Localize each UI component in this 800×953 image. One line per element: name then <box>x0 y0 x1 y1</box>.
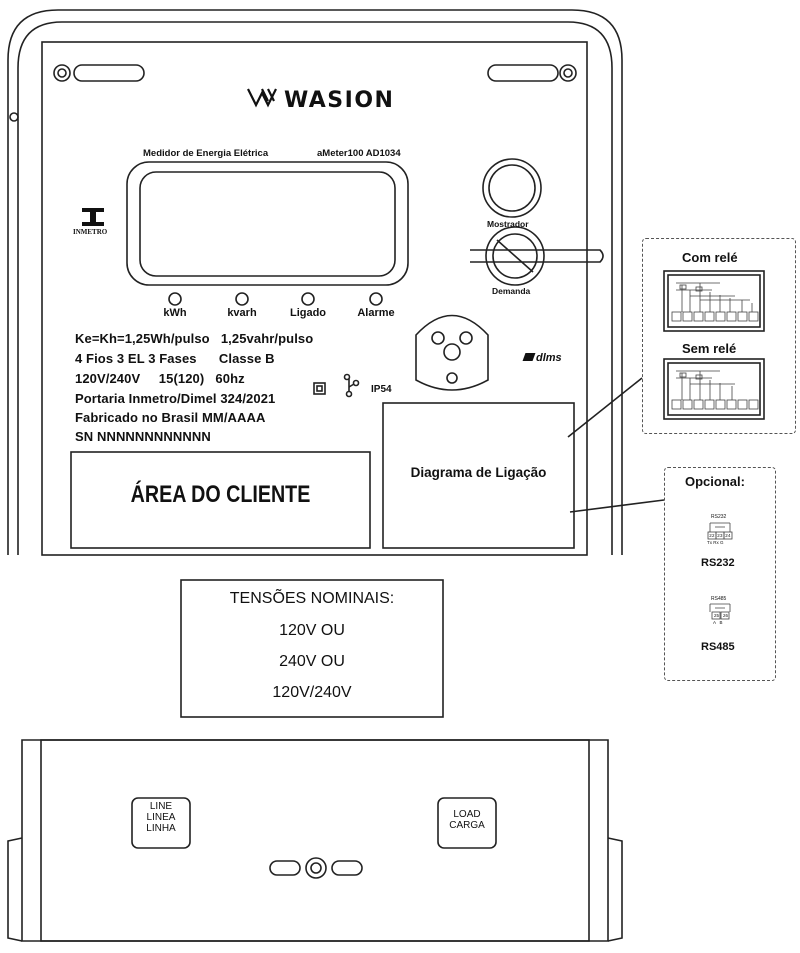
rs485-pin-names: A B <box>713 620 723 625</box>
sem-rele-label: Sem relé <box>682 341 737 356</box>
load-label-box <box>437 797 497 849</box>
line-label: LINE LINEA LINHA <box>146 801 176 834</box>
meter-housing-outline <box>7 9 623 555</box>
rs232-pin-names: Tx Rx G <box>707 540 724 545</box>
rs232-small-label: RS232 <box>711 514 727 520</box>
dlms-logo: dlms <box>522 352 562 364</box>
demanda-button-label: Demanda <box>492 286 531 296</box>
front-panel <box>41 41 588 556</box>
optional-comm-panel <box>664 467 776 681</box>
tensoes-title: TENSÕES NOMINAIS: <box>229 590 395 607</box>
meter-title-left: Medidor de Energia Elétrica <box>143 148 269 159</box>
tensoes-box <box>180 579 444 718</box>
display-window-inner <box>139 171 396 277</box>
optical-port-outline <box>415 314 489 391</box>
com-rele-label: Com relé <box>682 250 738 265</box>
load-label: LOAD CARGA <box>449 809 485 831</box>
display-window-outer <box>126 161 409 286</box>
tensoes-line: 120V/240V <box>272 684 352 701</box>
spec-line: Ke=Kh=1,25Wh/pulso 1,25vahr/pulso <box>75 331 314 346</box>
line-label-box <box>131 797 191 849</box>
spec-line: 120V/240V 15(120) 60hz <box>75 371 245 386</box>
mostrador-button-label: Mostrador <box>487 219 529 229</box>
wiring-diagram-label: Diagrama de Ligação <box>410 465 547 480</box>
top-left-slot <box>73 64 145 82</box>
meter-housing-inner <box>17 21 613 555</box>
terminal-cover-outline <box>21 739 609 942</box>
inmetro-label: INMETRO <box>73 228 108 236</box>
rs485-connector <box>709 603 731 620</box>
wiring-diagram-box <box>382 402 575 549</box>
side-screw <box>9 112 19 122</box>
spec-line: 4 Fios 3 EL 3 Fases Classe B <box>75 351 275 366</box>
spec-line: Portaria Inmetro/Dimel 324/2021 <box>75 391 276 406</box>
relay-diagram-panel <box>642 238 796 434</box>
tensoes-line: 120V OU <box>279 622 345 639</box>
meter-title-right: aMeter100 AD1034 <box>317 148 401 159</box>
sem-rele-terminals <box>671 370 759 410</box>
client-area-label: ÁREA DO CLIENTE <box>130 481 311 508</box>
com-rele-terminals <box>671 282 759 322</box>
rs485-small-label: RS485 <box>711 596 727 602</box>
spec-line: Fabricado no Brasil MM/AAAA <box>75 410 266 425</box>
demanda-seal-bar <box>470 249 604 263</box>
top-right-slot <box>487 64 559 82</box>
brand-name: WASION <box>284 88 395 113</box>
tensoes-line: 240V OU <box>279 653 345 670</box>
mostrador-button-outer <box>482 158 542 218</box>
indicator-kvarh: kvarh <box>227 307 257 319</box>
indicator-ligado: Ligado <box>289 307 327 319</box>
spec-line: SN NNNNNNNNNNNN <box>75 429 211 444</box>
wasion-logo-mark <box>247 88 277 108</box>
opcional-label: Opcional: <box>685 474 745 489</box>
client-area-box <box>70 451 371 549</box>
rs232-connector <box>707 522 733 540</box>
inmetro-logo <box>82 208 104 226</box>
rs232-label: RS232 <box>701 557 735 569</box>
indicator-alarme: Alarme <box>357 307 395 319</box>
rs485-label: RS485 <box>701 641 735 653</box>
indicator-kwh: kWh <box>163 307 187 319</box>
ip-rating: IP54 <box>371 384 392 395</box>
